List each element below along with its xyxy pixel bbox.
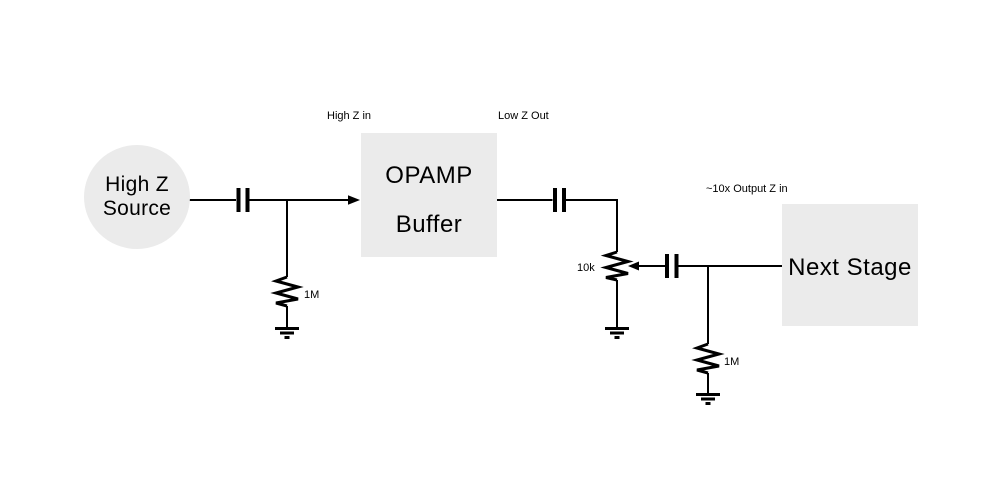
source-label-line2: Source: [102, 197, 172, 220]
opamp-label-line1: OPAMP: [385, 162, 473, 189]
resistor-r1-value: 1M: [304, 289, 320, 301]
coupling-capacitor-3: [665, 254, 679, 278]
arrowhead-into-opamp-icon: [348, 195, 360, 205]
opamp-buffer-node: OPAMP Buffer: [361, 133, 497, 257]
coupling-capacitor-1: [236, 188, 250, 212]
annotation-high-z-in: High Z in: [327, 110, 372, 122]
ground-symbol-r1: [275, 327, 299, 339]
potentiometer-10k: [600, 250, 634, 282]
wiper-arrowhead-icon: [628, 261, 639, 271]
next-stage-label: Next Stage: [788, 253, 912, 281]
annotation-low-z-out: Low Z Out: [498, 110, 549, 122]
next-stage-node: Next Stage: [782, 204, 918, 326]
high-z-source-node: High Z Source: [84, 145, 190, 249]
annotation-output-z-in: ~10x Output Z in: [706, 183, 788, 195]
potentiometer-value: 10k: [577, 262, 595, 274]
resistor-r2: [691, 342, 725, 375]
resistor-r2-value: 1M: [724, 356, 740, 368]
ground-symbol-pot: [605, 327, 629, 339]
wire-cap2-to-pot: [566, 199, 618, 252]
coupling-capacitor-2: [553, 188, 566, 212]
opamp-label-line2: Buffer: [395, 211, 463, 238]
source-label-line1: High Z: [105, 173, 169, 196]
ground-symbol-r2: [696, 393, 720, 405]
resistor-r1: [270, 275, 304, 308]
